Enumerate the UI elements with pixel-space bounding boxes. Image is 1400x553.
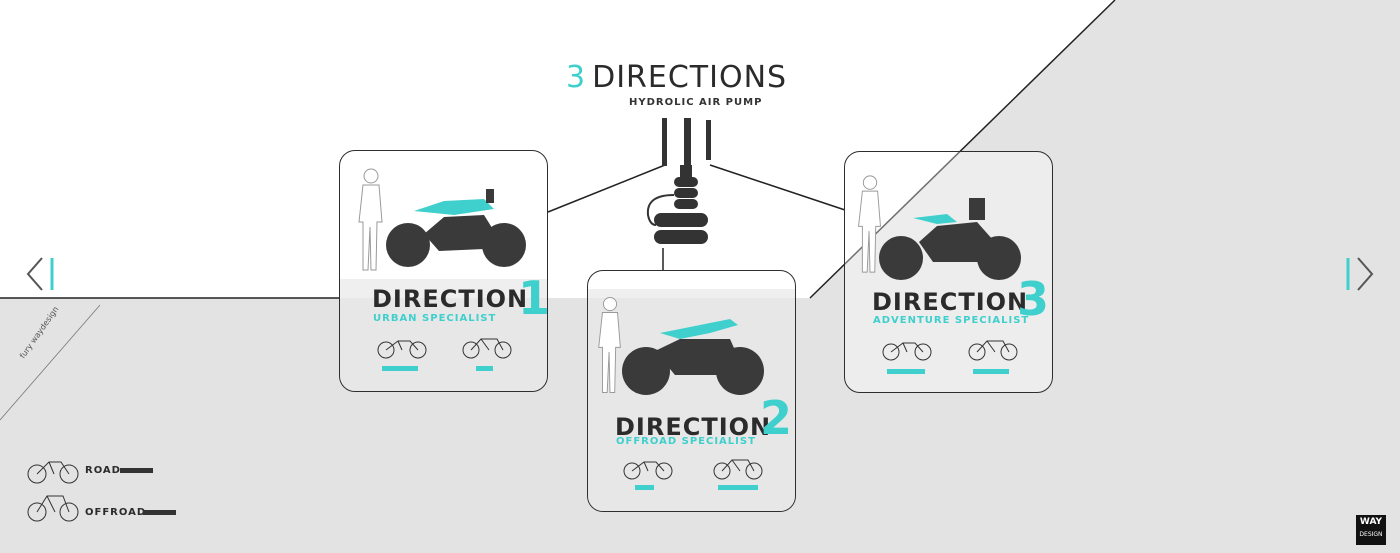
road-rating-bar xyxy=(887,369,925,374)
road-rating-bar xyxy=(635,485,654,490)
legend-offroad-bar xyxy=(143,510,176,515)
rider-silhouette-icon xyxy=(858,175,881,273)
offroad-bike-icon xyxy=(713,459,763,480)
card-3-number: 3 xyxy=(1017,272,1050,326)
card-1-number: 1 xyxy=(518,271,548,325)
air-pump-illustration xyxy=(646,118,711,244)
offroad-bike-icon xyxy=(462,338,512,359)
rider-silhouette-icon xyxy=(598,297,621,393)
direction-card-3[interactable]: DIRECTION 3 ADVENTURE SPECIALIST xyxy=(844,151,1053,393)
next-arrow-button[interactable] xyxy=(1340,254,1376,294)
title-number: 3 xyxy=(566,60,587,95)
offroad-bike-icon xyxy=(968,340,1018,361)
prev-arrow-button[interactable] xyxy=(24,254,60,294)
road-bike-icon xyxy=(377,340,427,359)
card-2-number: 2 xyxy=(760,391,793,445)
legend-offroad-label: OFFROAD xyxy=(85,507,147,518)
title-text: DIRECTIONS xyxy=(592,60,788,95)
legend-road-bar xyxy=(120,468,153,473)
card-3-spec: ADVENTURE SPECIALIST xyxy=(873,315,1030,326)
rider-silhouette-icon xyxy=(358,168,383,271)
card-3-label: DIRECTION xyxy=(872,288,1029,316)
road-rating-bar xyxy=(382,366,418,371)
chevron-left-icon xyxy=(26,257,43,291)
card-2-label: DIRECTION xyxy=(615,413,772,441)
brand-logo: WAY DESIGN xyxy=(1356,515,1386,545)
offroad-rating-bar xyxy=(476,366,493,371)
chevron-right-icon xyxy=(1357,257,1374,291)
motorcycle-silhouette-icon xyxy=(622,319,764,395)
direction-card-1[interactable]: DIRECTION 1 URBAN SPECIALIST xyxy=(339,150,548,392)
legend-road-bike-icon xyxy=(27,461,79,484)
motorcycle-silhouette-icon xyxy=(879,198,1021,280)
direction-card-2[interactable]: DIRECTION 2 OFFROAD SPECIALIST xyxy=(587,270,796,512)
legend-road-label: ROAD xyxy=(85,465,121,476)
card-1-spec: URBAN SPECIALIST xyxy=(373,313,497,324)
road-bike-icon xyxy=(882,342,932,361)
card-1-label: DIRECTION xyxy=(372,285,529,313)
motorcycle-silhouette-icon xyxy=(386,189,526,267)
card-2-spec: OFFROAD SPECIALIST xyxy=(616,436,756,447)
offroad-rating-bar xyxy=(718,485,758,490)
road-bike-icon xyxy=(623,461,673,480)
page-subtitle: HYDROLIC AIR PUMP xyxy=(629,97,763,108)
offroad-rating-bar xyxy=(973,369,1009,374)
legend-offroad-bike-icon xyxy=(27,495,79,522)
